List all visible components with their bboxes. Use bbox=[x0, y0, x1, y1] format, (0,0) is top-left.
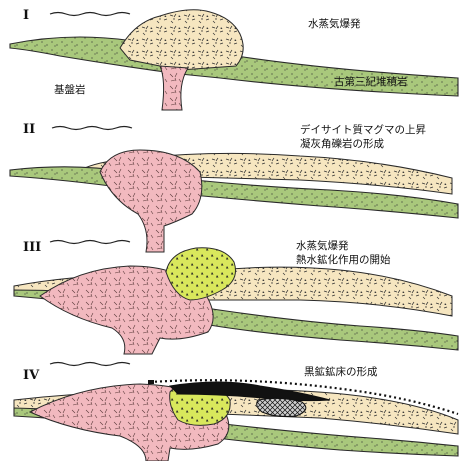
sea-surface-wave bbox=[50, 363, 130, 366]
stage-1-numeral: I bbox=[23, 8, 29, 23]
stage-2-caption-line-2: 凝灰角礫岩の形成 bbox=[300, 138, 384, 151]
stage-2-caption-line-1: デイサイト質マグマの上昇 bbox=[300, 124, 426, 137]
stage-2-numeral: II bbox=[23, 122, 35, 137]
sea-surface-wave bbox=[52, 127, 132, 130]
stage-3-caption-line-2: 熱水鉱化作用の開始 bbox=[296, 254, 391, 267]
stage-3-numeral: III bbox=[23, 240, 41, 255]
dacite-conduit bbox=[160, 66, 188, 110]
dacite-magma-body bbox=[100, 150, 202, 252]
paleogene-sediment-label: 古第三紀堆積岩 bbox=[334, 76, 408, 89]
ore-marker bbox=[148, 380, 154, 384]
stage-3-caption-line-1: 水蒸気爆発 bbox=[296, 240, 349, 253]
sea-surface-wave bbox=[50, 13, 130, 16]
stage-4-numeral: IV bbox=[23, 368, 39, 383]
sea-surface-wave bbox=[50, 241, 130, 244]
panel-2-section bbox=[10, 127, 458, 253]
basement-rock-label: 基盤岩 bbox=[54, 84, 86, 97]
panel-4-section bbox=[14, 363, 458, 462]
stage-4-caption: 黒鉱鉱床の形成 bbox=[304, 366, 378, 379]
steam-explosion-breccia bbox=[120, 10, 243, 70]
stage-1-caption: 水蒸気爆発 bbox=[308, 18, 361, 31]
panel-3-section bbox=[14, 241, 458, 355]
